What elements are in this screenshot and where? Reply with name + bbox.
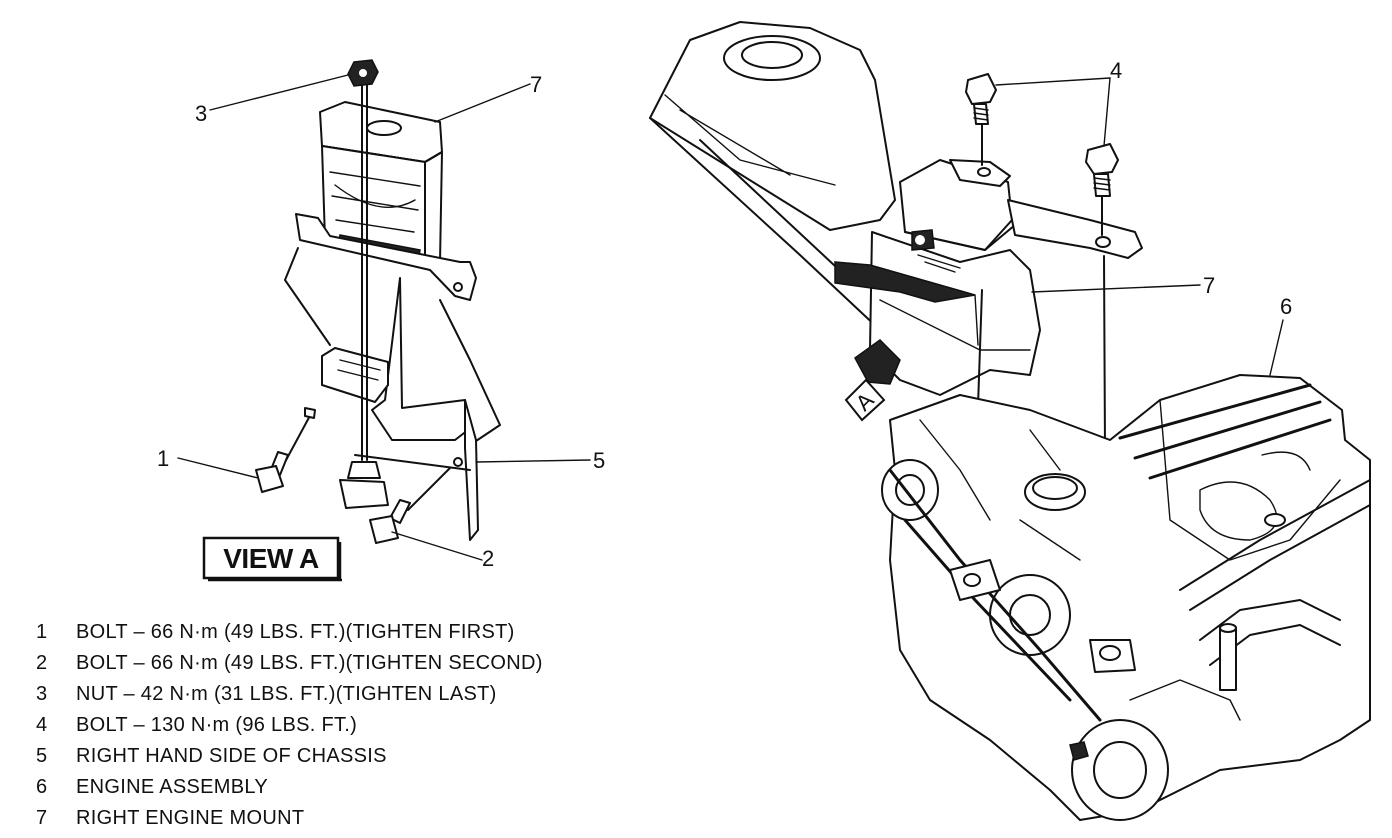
callout-4: 4 bbox=[1110, 58, 1122, 83]
legend-text: RIGHT ENGINE MOUNT bbox=[76, 807, 304, 829]
frame-rail bbox=[834, 231, 1041, 396]
legend-number: 7 bbox=[36, 807, 47, 829]
engine-mount-right bbox=[899, 159, 1143, 273]
callout-3: 3 bbox=[195, 101, 207, 126]
engine-view-drawing: A bbox=[649, 21, 1371, 821]
callout-1: 1 bbox=[157, 446, 169, 471]
bolt-1 bbox=[255, 407, 316, 493]
legend: 1 BOLT – 66 N·m (49 LBS. FT.)(TIGHTEN FI… bbox=[36, 621, 543, 829]
legend-text: RIGHT HAND SIDE OF CHASSIS bbox=[76, 745, 387, 767]
legend-number: 3 bbox=[36, 683, 47, 705]
callout-7-left: 7 bbox=[530, 72, 542, 97]
engine-mount-left bbox=[295, 101, 477, 301]
view-a-label: VIEW A bbox=[223, 543, 319, 574]
callout-2: 2 bbox=[482, 546, 494, 571]
left-leader-lines bbox=[177, 74, 591, 561]
legend-item: 7 RIGHT ENGINE MOUNT bbox=[36, 807, 304, 829]
legend-number: 5 bbox=[36, 745, 47, 767]
legend-text: ENGINE ASSEMBLY bbox=[76, 776, 268, 798]
legend-item: 1 BOLT – 66 N·m (49 LBS. FT.)(TIGHTEN FI… bbox=[36, 621, 515, 643]
chassis-bracket bbox=[284, 247, 501, 541]
engine-assembly bbox=[881, 374, 1371, 821]
legend-item: 4 BOLT – 130 N·m (96 LBS. FT.) bbox=[36, 714, 357, 736]
strut-tower bbox=[649, 21, 896, 331]
legend-item: 2 BOLT – 66 N·m (49 LBS. FT.)(TIGHTEN SE… bbox=[36, 652, 543, 674]
view-a-box: VIEW A bbox=[202, 536, 342, 582]
callout-6: 6 bbox=[1280, 294, 1292, 319]
right-leader-lines bbox=[995, 77, 1284, 376]
nut-3 bbox=[347, 59, 379, 87]
callout-5: 5 bbox=[593, 448, 605, 473]
view-a-drawing: VIEW A 3 7 1 5 2 bbox=[157, 59, 605, 582]
legend-text: NUT – 42 N·m (31 LBS. FT.)(TIGHTEN LAST) bbox=[76, 683, 497, 705]
legend-number: 4 bbox=[36, 714, 47, 736]
legend-text: BOLT – 66 N·m (49 LBS. FT.)(TIGHTEN FIRS… bbox=[76, 621, 515, 643]
legend-number: 6 bbox=[36, 776, 47, 798]
legend-item: 3 NUT – 42 N·m (31 LBS. FT.)(TIGHTEN LAS… bbox=[36, 683, 497, 705]
mount-stud bbox=[339, 79, 389, 509]
legend-item: 6 ENGINE ASSEMBLY bbox=[36, 776, 268, 798]
legend-text: BOLT – 66 N·m (49 LBS. FT.)(TIGHTEN SECO… bbox=[76, 652, 543, 674]
legend-number: 1 bbox=[36, 621, 47, 643]
callout-7-right: 7 bbox=[1203, 273, 1215, 298]
legend-item: 5 RIGHT HAND SIDE OF CHASSIS bbox=[36, 745, 387, 767]
view-a-arrow: A bbox=[844, 339, 901, 422]
legend-text: BOLT – 130 N·m (96 LBS. FT.) bbox=[76, 714, 357, 736]
bolt-2 bbox=[369, 467, 451, 544]
legend-number: 2 bbox=[36, 652, 47, 674]
